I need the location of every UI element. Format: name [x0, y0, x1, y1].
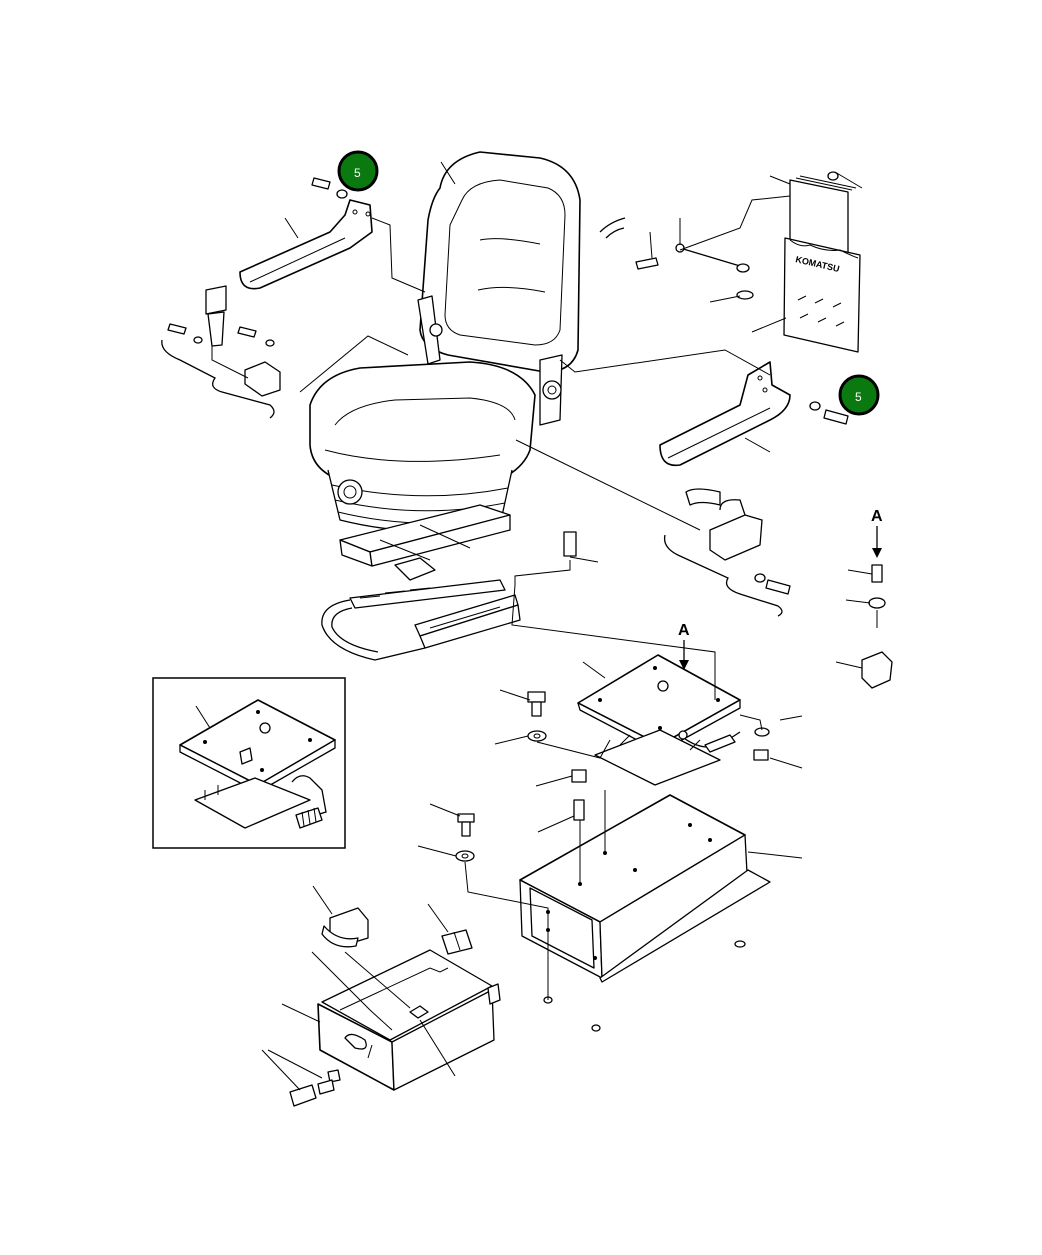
view-marker-a-top-label: A [871, 508, 883, 525]
left-armrest [239, 199, 373, 290]
callout-5-right-circle[interactable] [838, 374, 880, 416]
operator-seat [309, 151, 581, 581]
armrest-bolts-left [311, 177, 348, 199]
callout-5-left-circle[interactable] [337, 150, 379, 192]
callout-5-left-label: 5 [354, 166, 361, 180]
operator-manual: KOMATSU [783, 171, 861, 353]
seat-base-plate [577, 654, 741, 786]
leader-lines [195, 161, 878, 1091]
manual-lanyard [599, 217, 754, 300]
seat-belt-retractor [663, 488, 791, 617]
seat-riser-box [519, 794, 771, 1032]
right-armrest [659, 361, 791, 467]
callout-5-right[interactable]: 5 [838, 374, 880, 416]
callout-5-left[interactable]: 5 [337, 150, 379, 192]
base-plate-fasteners [455, 531, 893, 862]
view-marker-a-plate: A [678, 622, 690, 670]
seat-slide-rails [321, 579, 521, 661]
drawer-latch [321, 907, 473, 955]
storage-drawer [289, 949, 501, 1107]
seat-belt-buckle [161, 285, 281, 419]
armrest-bolts-right [809, 401, 849, 425]
callout-5-right-label: 5 [855, 390, 862, 404]
view-marker-a-plate-label: A [678, 622, 690, 639]
view-marker-a-top: A [871, 508, 883, 558]
inset-detail-box [152, 677, 346, 849]
